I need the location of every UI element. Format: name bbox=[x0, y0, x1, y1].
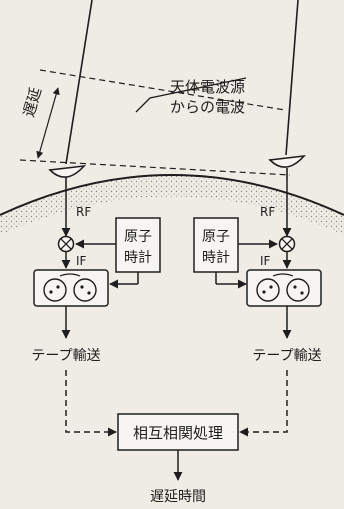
correlator-label: 相互相関処理 bbox=[133, 424, 223, 442]
left-tape-transport-label: テープ輸送 bbox=[31, 348, 100, 364]
wavefront-lines bbox=[19, 69, 291, 176]
earth-horizon bbox=[0, 174, 344, 216]
delay-dimension bbox=[36, 87, 60, 159]
left-rf-label: RF bbox=[76, 205, 91, 219]
left-clock-line2: 時計 bbox=[124, 250, 152, 266]
delay-label: 遅延 bbox=[20, 85, 46, 119]
right-tape-transport-label: テープ輸送 bbox=[252, 348, 321, 364]
correlator-box bbox=[117, 413, 239, 451]
caption-leader bbox=[135, 77, 247, 113]
left-signal-lines bbox=[61, 188, 139, 339]
left-clock-line1: 原子 bbox=[124, 229, 152, 245]
right-signal-lines bbox=[215, 180, 292, 339]
right-tape-recorder-icon bbox=[246, 269, 322, 307]
radio-wave-rays bbox=[65, 0, 299, 165]
output-label: 遅延時間 bbox=[150, 489, 206, 505]
right-atomic-clock-box bbox=[193, 217, 239, 273]
source-caption-line1: 天体電波源 bbox=[170, 78, 245, 96]
left-mixer-cross bbox=[60, 238, 72, 250]
left-if-label: IF bbox=[76, 254, 87, 268]
tape-transport-paths bbox=[65, 370, 288, 437]
right-mixer-cross bbox=[281, 238, 293, 250]
right-rf-label: RF bbox=[260, 205, 275, 219]
left-antenna-icon bbox=[48, 164, 87, 188]
earth-surface bbox=[0, 175, 344, 235]
right-if-label: IF bbox=[260, 254, 271, 268]
left-atomic-clock-box bbox=[115, 217, 161, 273]
source-caption-line2: からの電波 bbox=[170, 98, 245, 116]
right-clock-line2: 時計 bbox=[202, 250, 230, 266]
left-tape-recorder-icon bbox=[33, 269, 109, 307]
right-clock-line1: 原子 bbox=[202, 229, 230, 245]
right-antenna-icon bbox=[268, 154, 307, 180]
